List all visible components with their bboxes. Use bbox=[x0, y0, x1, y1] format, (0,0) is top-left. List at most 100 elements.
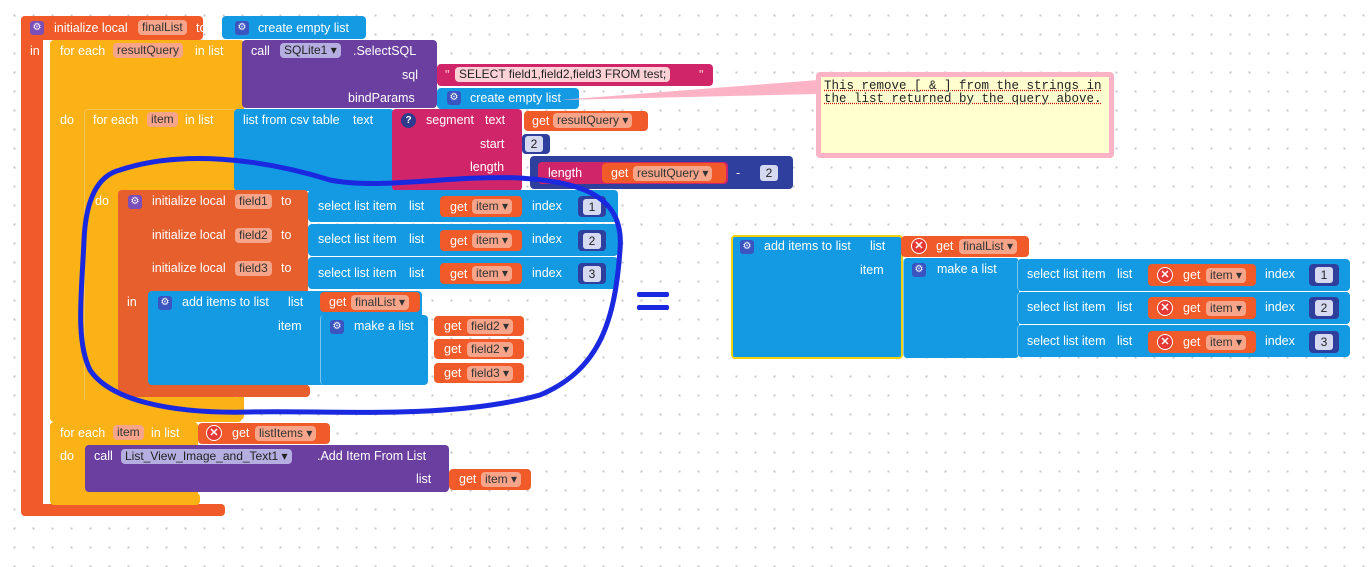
error-x-icon[interactable]: ✕ bbox=[911, 238, 927, 254]
gear-icon[interactable]: ⚙ bbox=[30, 21, 44, 35]
gear-icon[interactable]: ⚙ bbox=[128, 195, 142, 209]
index-number-value[interactable]: 3 bbox=[583, 266, 601, 282]
item-dropdown[interactable]: item ▾ bbox=[1206, 268, 1247, 283]
sqlite-component-dropdown[interactable]: SQLite1 ▾ bbox=[280, 43, 341, 58]
item-dropdown[interactable]: item ▾ bbox=[472, 233, 513, 248]
do-label: do bbox=[60, 449, 74, 463]
item-name: item bbox=[1210, 268, 1233, 282]
text-param-label: text bbox=[485, 113, 506, 127]
bindparams-create-empty-list-block[interactable] bbox=[437, 88, 579, 109]
comment-bubble[interactable]: This remove [ & ] from the strings in th… bbox=[816, 72, 1114, 158]
help-question-icon[interactable]: ? bbox=[401, 113, 416, 128]
listview-component-name: List_View_Image_and_Text1 bbox=[125, 449, 279, 463]
in-list-label: in list bbox=[195, 44, 224, 58]
field-name: field2 bbox=[471, 342, 500, 356]
field3-var-name[interactable]: field3 bbox=[235, 261, 272, 276]
get-label: get bbox=[1183, 335, 1201, 349]
initialize-local-label: initialize local bbox=[152, 261, 226, 275]
gear-icon[interactable]: ⚙ bbox=[447, 91, 461, 105]
get-label: get bbox=[450, 200, 468, 214]
index-number-value[interactable]: 3 bbox=[1315, 334, 1333, 350]
create-empty-list-block[interactable] bbox=[222, 16, 366, 39]
equals-sign-top-bar bbox=[637, 292, 669, 297]
get-label: get bbox=[444, 342, 462, 356]
gear-icon[interactable]: ⚙ bbox=[158, 296, 172, 310]
gear-icon[interactable]: ⚙ bbox=[235, 21, 249, 35]
do-label: do bbox=[60, 113, 74, 127]
resultquery-dropdown[interactable]: resultQuery ▾ bbox=[633, 166, 713, 181]
resultquery-var-name[interactable]: resultQuery bbox=[113, 43, 184, 58]
list-param-label: list bbox=[1117, 334, 1133, 348]
get-label: get bbox=[444, 319, 462, 333]
resultquery-dropdown[interactable]: resultQuery ▾ bbox=[553, 113, 633, 128]
gear-icon[interactable]: ⚙ bbox=[330, 320, 344, 334]
item-param-label: item bbox=[860, 263, 884, 277]
error-x-icon[interactable]: ✕ bbox=[206, 425, 222, 441]
start-number-value[interactable]: 2 bbox=[525, 136, 543, 152]
item-name: item bbox=[476, 233, 499, 247]
listitems-dropdown[interactable]: listItems ▾ bbox=[255, 426, 317, 441]
list-param-label: list bbox=[870, 239, 886, 253]
add-item-from-list-label: .Add Item From List bbox=[317, 449, 427, 463]
comment-text[interactable]: This remove [ & ] from the strings in th… bbox=[821, 77, 1109, 153]
field1-var-name[interactable]: field1 bbox=[235, 194, 272, 209]
index-number-value[interactable]: 2 bbox=[583, 233, 601, 249]
minus-operator[interactable]: - bbox=[736, 166, 741, 180]
add-items-to-list-block-selected[interactable] bbox=[731, 235, 903, 359]
select-list-item-label: select list item bbox=[1027, 267, 1106, 281]
subtract-number-value[interactable]: 2 bbox=[760, 165, 778, 181]
sql-string-value[interactable]: SELECT field1,field2,field3 FROM test; bbox=[455, 67, 671, 82]
finallist-dropdown[interactable]: finalList ▾ bbox=[351, 295, 410, 310]
finallist-var-name[interactable]: finalList bbox=[138, 20, 187, 35]
list-param-label: list bbox=[409, 266, 425, 280]
list-param-label: list bbox=[409, 232, 425, 246]
item-dropdown[interactable]: item ▾ bbox=[1206, 335, 1247, 350]
segment-label: segment bbox=[426, 113, 474, 127]
item-name: item bbox=[476, 266, 499, 280]
get-label: get bbox=[450, 267, 468, 281]
index-param-label: index bbox=[1265, 267, 1295, 281]
list-param-label: list bbox=[409, 199, 425, 213]
finallist-name: finalList bbox=[963, 239, 1004, 253]
item-dropdown[interactable]: item ▾ bbox=[481, 472, 522, 487]
error-x-icon[interactable]: ✕ bbox=[1157, 300, 1173, 316]
get-label: get bbox=[936, 239, 954, 253]
index-number-value[interactable]: 1 bbox=[1315, 267, 1333, 283]
get-label: get bbox=[532, 114, 550, 128]
item-dropdown[interactable]: item ▾ bbox=[472, 266, 513, 281]
list-param-label: list bbox=[416, 472, 432, 486]
field2-dropdown[interactable]: field2 ▾ bbox=[467, 342, 514, 357]
get-label: get bbox=[232, 426, 250, 440]
field2-dropdown[interactable]: field2 ▾ bbox=[467, 319, 514, 334]
to-label: to bbox=[281, 194, 292, 208]
in-list-label: in list bbox=[151, 426, 180, 440]
quote-close: " bbox=[699, 68, 704, 82]
error-x-icon[interactable]: ✕ bbox=[1157, 267, 1173, 283]
field3-dropdown[interactable]: field3 ▾ bbox=[467, 366, 514, 381]
sqlite-component-name: SQLite1 bbox=[284, 43, 328, 57]
get-label: get bbox=[1183, 268, 1201, 282]
gear-icon[interactable]: ⚙ bbox=[912, 263, 926, 277]
index-number-value[interactable]: 2 bbox=[1315, 300, 1333, 316]
error-x-icon[interactable]: ✕ bbox=[1157, 334, 1173, 350]
add-items-to-list-label: add items to list bbox=[764, 239, 851, 253]
item-var-name[interactable]: item bbox=[113, 425, 144, 440]
add-items-to-list-label: add items to list bbox=[182, 295, 269, 309]
selectsql-method-label: .SelectSQL bbox=[353, 44, 417, 58]
get-label: get bbox=[450, 234, 468, 248]
finallist-dropdown[interactable]: finalList ▾ bbox=[959, 239, 1018, 254]
item-name: item bbox=[1210, 335, 1233, 349]
sql-param-label: sql bbox=[402, 68, 418, 82]
select-list-item-label: select list item bbox=[1027, 334, 1106, 348]
index-number-value[interactable]: 1 bbox=[583, 199, 601, 215]
list-param-label: list bbox=[1117, 300, 1133, 314]
item-dropdown[interactable]: item ▾ bbox=[1206, 301, 1247, 316]
gear-icon[interactable]: ⚙ bbox=[740, 240, 754, 254]
item-var-name[interactable]: item bbox=[147, 112, 178, 127]
in-list-label: in list bbox=[185, 113, 214, 127]
item-dropdown[interactable]: item ▾ bbox=[472, 199, 513, 214]
field2-var-name[interactable]: field2 bbox=[235, 228, 272, 243]
listview-component-dropdown[interactable]: List_View_Image_and_Text1 ▾ bbox=[121, 449, 292, 464]
to-label: to bbox=[196, 21, 207, 35]
initialize-local-label: initialize local bbox=[152, 194, 226, 208]
